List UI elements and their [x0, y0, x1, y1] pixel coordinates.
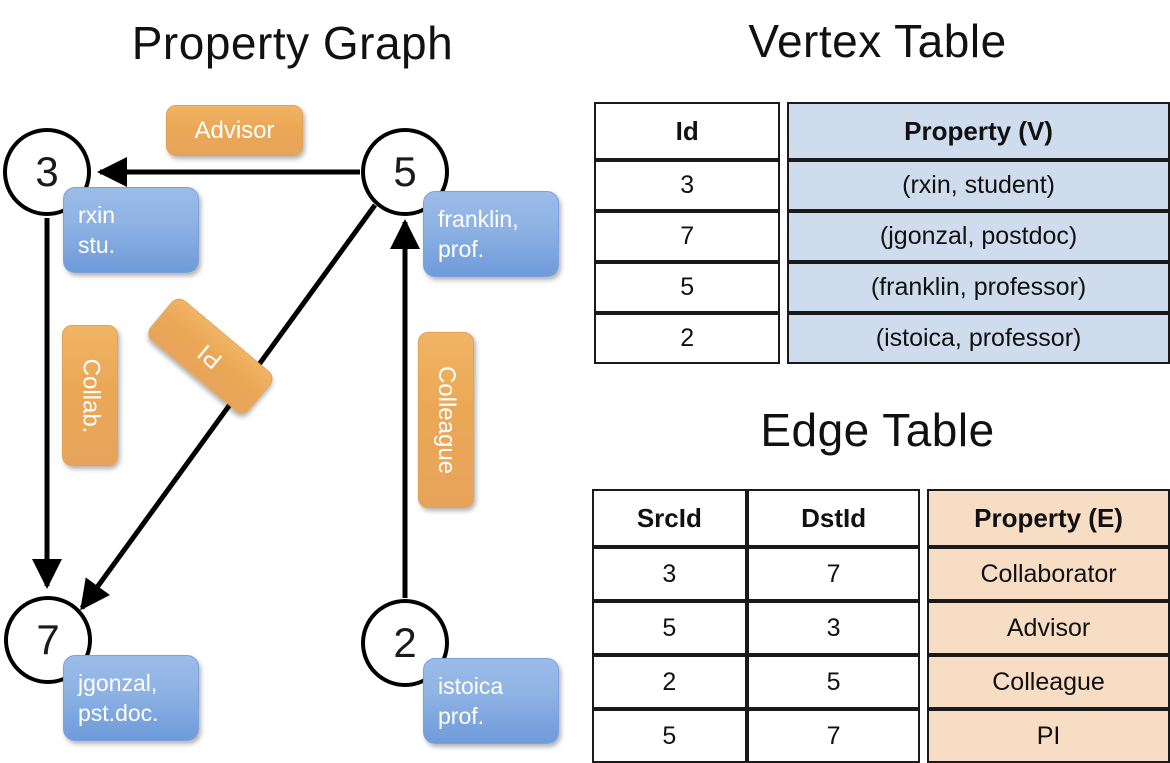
column-gap [920, 547, 927, 601]
cell-dstid: 7 [746, 709, 921, 763]
bubble-line-1: franklin, [438, 206, 519, 232]
cell-property: (istoica, professor) [787, 313, 1170, 364]
graph-edges-layer [32, 157, 420, 611]
bubble-line-2: stu. [78, 232, 116, 258]
column-header-id: Id [594, 102, 781, 160]
cell-id: 7 [594, 211, 781, 262]
cell-id: 3 [594, 160, 781, 211]
edge-label-colleague: Colleague [418, 332, 474, 508]
cell-srcid: 3 [592, 547, 747, 601]
bubble-line-2: prof. [438, 236, 485, 262]
cell-property: (rxin, student) [787, 160, 1170, 211]
cell-property: Colleague [927, 655, 1170, 709]
cell-property: (jgonzal, postdoc) [787, 211, 1170, 262]
cell-srcid: 5 [592, 601, 747, 655]
node-property-bubble-rxin: rxin stu. [63, 187, 199, 273]
edge-label-advisor: Advisor [166, 105, 303, 156]
page-title-property-graph: Property Graph [131, 17, 454, 69]
node-property-bubble-istoica: istoica prof. [423, 658, 559, 744]
bubble-line-1: rxin [78, 202, 116, 228]
edge-label-text: Advisor [194, 116, 275, 144]
column-gap [780, 313, 787, 364]
column-gap [920, 601, 927, 655]
column-gap [780, 211, 787, 262]
column-header-dstid: DstId [746, 489, 921, 547]
column-header-property-v: Property (V) [787, 102, 1170, 160]
table-row: 2 5 Colleague [592, 655, 1170, 709]
graph-edge-pi [79, 203, 378, 611]
graph-node-2[interactable]: 2 [361, 599, 449, 687]
column-gap [920, 489, 927, 547]
cell-id: 2 [594, 313, 781, 364]
page-title-vertex-table: Vertex Table [748, 15, 1007, 67]
edge-label-text: Colleague [433, 365, 460, 475]
table-row: 3 7 Collaborator [592, 547, 1170, 601]
column-gap [920, 709, 927, 763]
cell-id: 5 [594, 262, 781, 313]
cell-property: PI [927, 709, 1170, 763]
edge-label-text: Collab. [77, 358, 104, 433]
table-row: 3 (rxin, student) [594, 160, 1170, 211]
table-header-row: Id Property (V) [594, 102, 1170, 160]
node-property-bubble-franklin: franklin, prof. [423, 191, 559, 277]
edge-label-text: PI [192, 338, 228, 375]
cell-dstid: 7 [746, 547, 921, 601]
column-gap [780, 262, 787, 313]
page-title-edge-table: Edge Table [760, 404, 995, 456]
node-property-bubble-jgonzal: jgonzal, pst.doc. [63, 655, 199, 741]
cell-dstid: 3 [746, 601, 921, 655]
bubble-line-2: pst.doc. [78, 700, 159, 726]
property-graph-diagram: 3 5 7 2 rxin stu. franklin, prof. jgonza… [0, 0, 585, 760]
table-row: 5 7 PI [592, 709, 1170, 763]
graph-node-5[interactable]: 5 [361, 128, 449, 216]
bubble-line-1: istoica [438, 673, 504, 699]
cell-property: Collaborator [927, 547, 1170, 601]
table-header-row: SrcId DstId Property (E) [592, 489, 1170, 547]
edge-label-collab: Collab. [62, 325, 118, 466]
cell-dstid: 5 [746, 655, 921, 709]
cell-property: Advisor [927, 601, 1170, 655]
bubble-line-2: prof. [438, 703, 485, 729]
column-gap [780, 160, 787, 211]
table-row: 7 (jgonzal, postdoc) [594, 211, 1170, 262]
cell-srcid: 2 [592, 655, 747, 709]
bubble-line-1: jgonzal, [78, 670, 158, 696]
column-gap [780, 102, 787, 160]
cell-property: (franklin, professor) [787, 262, 1170, 313]
table-row: 5 3 Advisor [592, 601, 1170, 655]
edge-table: SrcId DstId Property (E) 3 7 Collaborato… [592, 489, 1170, 763]
cell-srcid: 5 [592, 709, 747, 763]
column-gap [920, 655, 927, 709]
vertex-table: Id Property (V) 3 (rxin, student) 7 (jgo… [594, 102, 1170, 364]
table-row: 2 (istoica, professor) [594, 313, 1170, 364]
column-header-srcid: SrcId [592, 489, 747, 547]
table-row: 5 (franklin, professor) [594, 262, 1170, 313]
column-header-property-e: Property (E) [927, 489, 1170, 547]
